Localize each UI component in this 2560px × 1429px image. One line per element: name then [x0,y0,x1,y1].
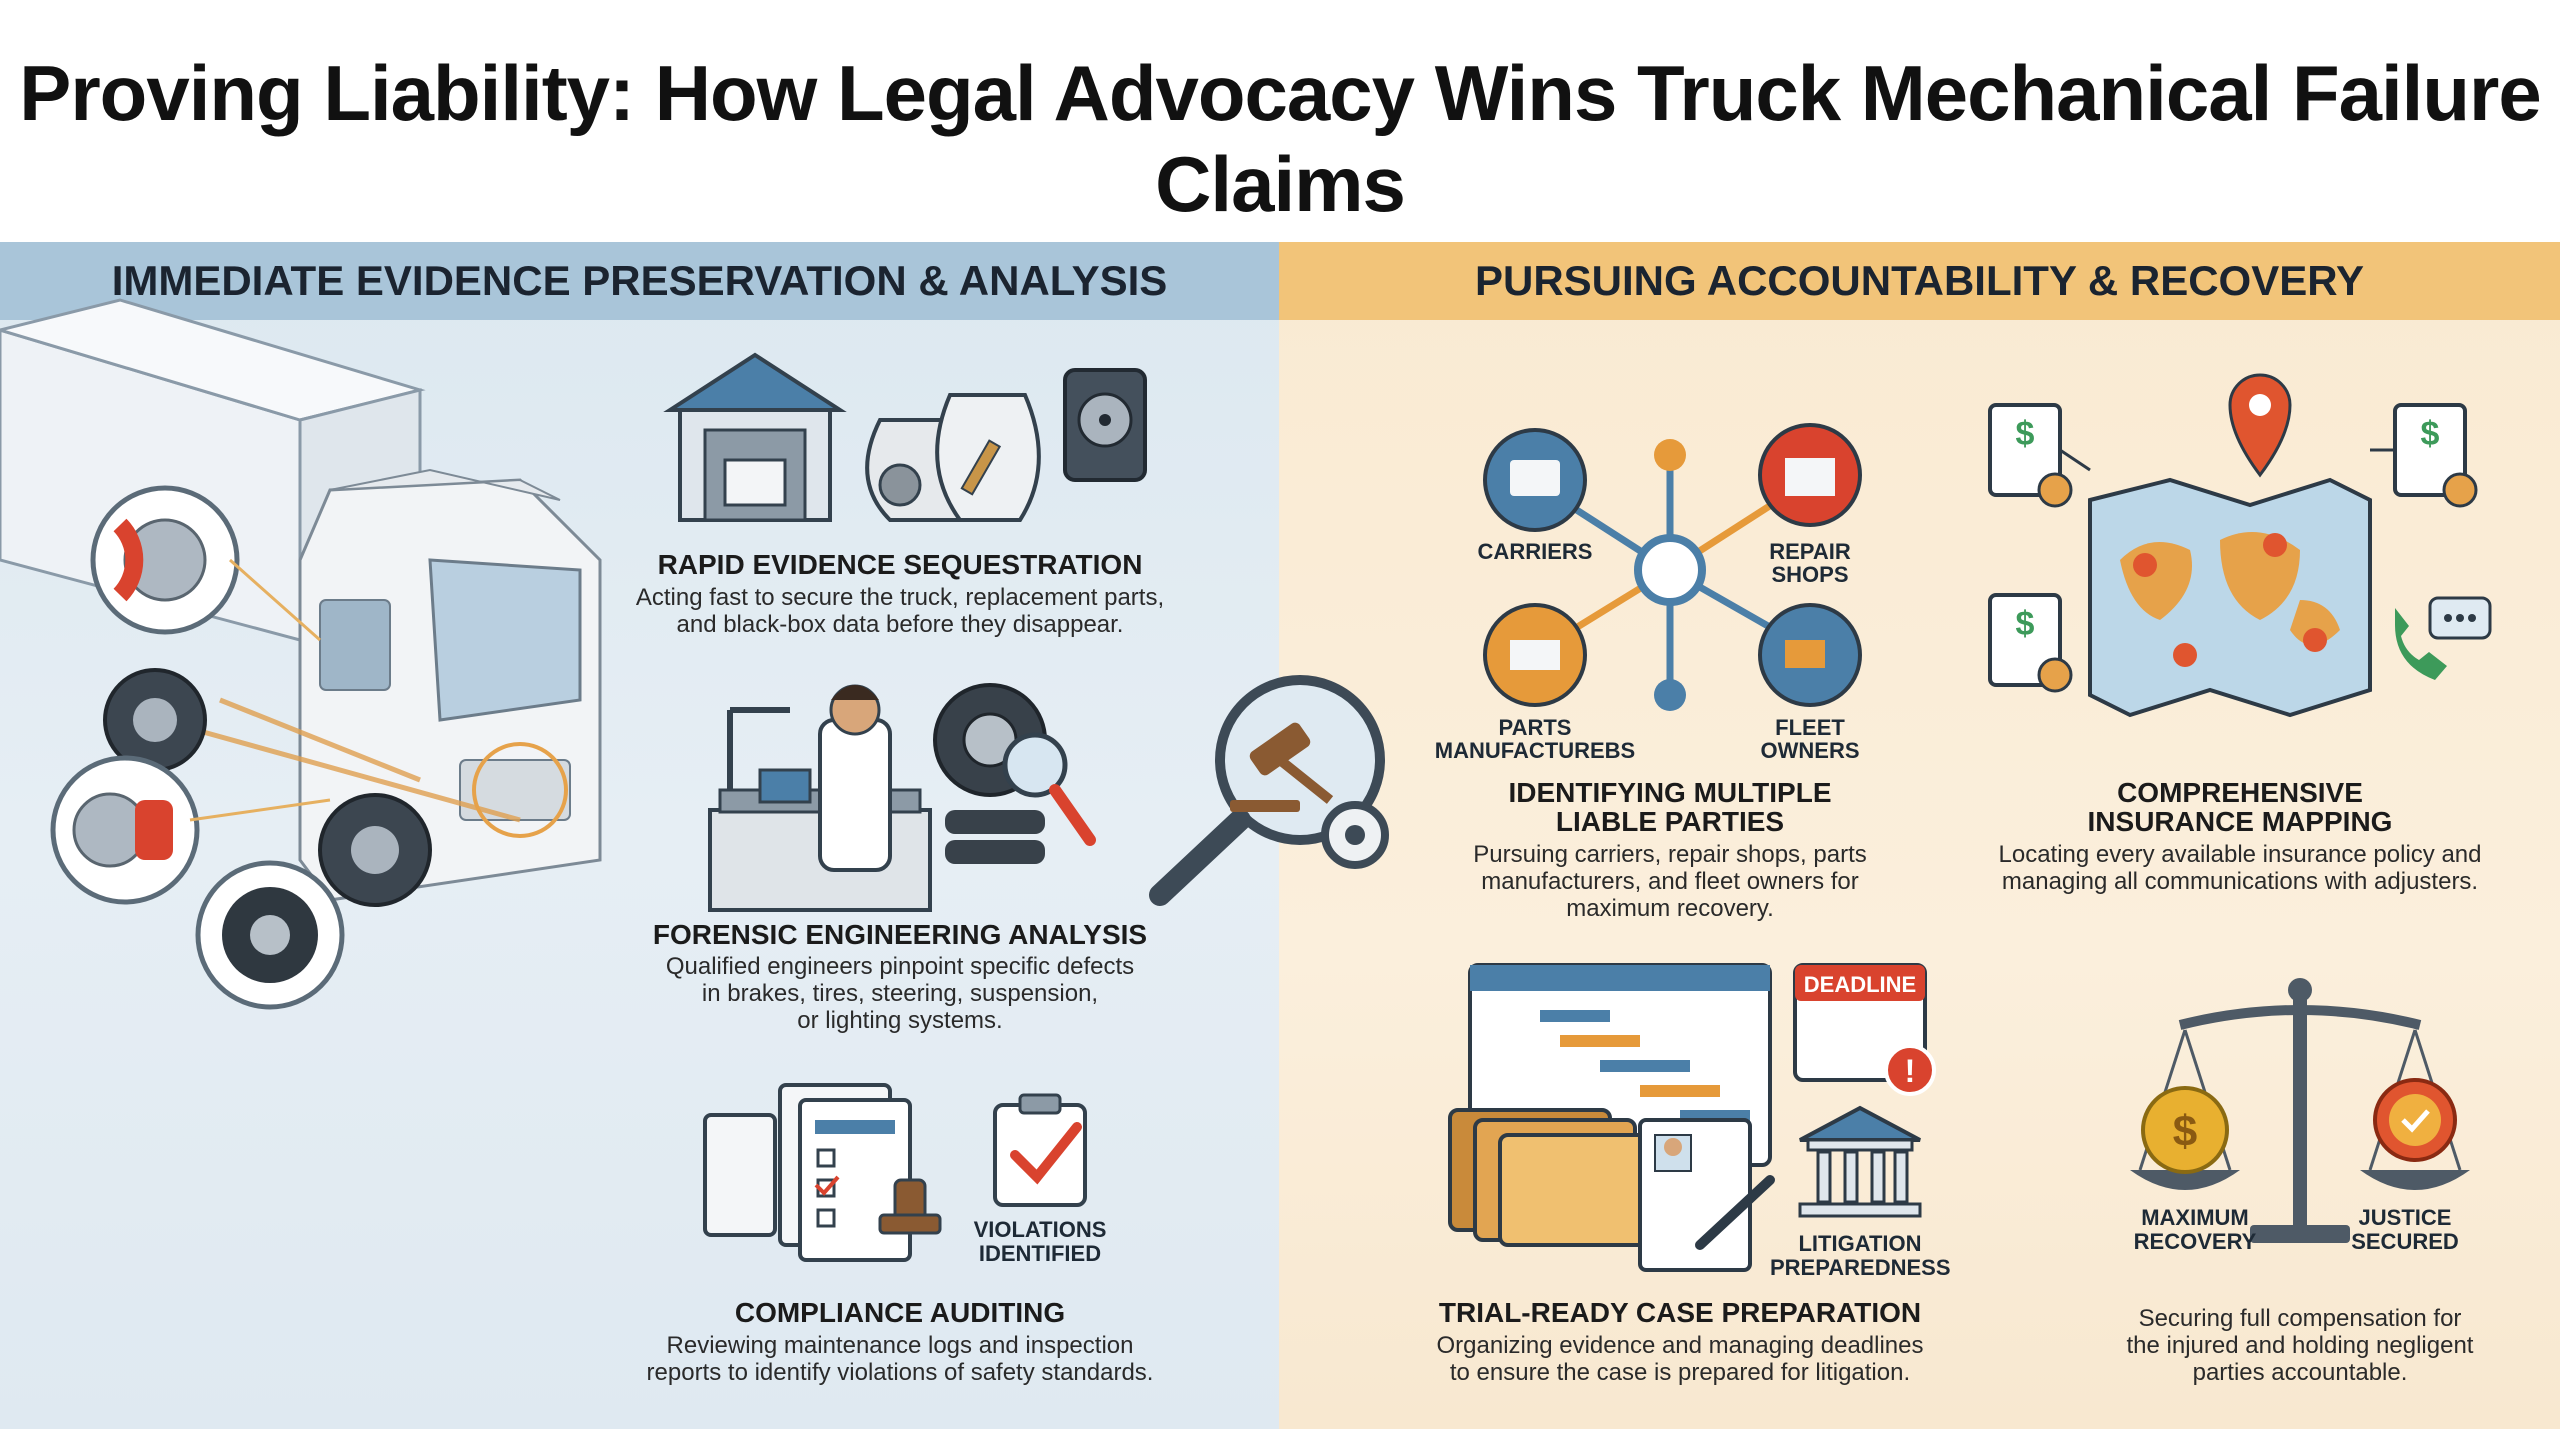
parts-manufacturers-label-2: MANUFACTUREBS [1434,738,1636,763]
checklist-violation-icon [993,1093,1087,1207]
violations-label-1: VIOLATIONS [973,1217,1107,1242]
svg-text:$: $ [2016,605,2035,643]
carriers-label: CARRIERS [1477,539,1593,564]
trial-ready-title: TRIAL-READY CASE PREPARATION [1438,1297,1922,1328]
case-folders-icon [1448,1108,1652,1247]
forensic-desc-1: Qualified engineers pinpoint specific de… [665,953,1135,980]
maximum-recovery-label-1: MAXIMUM [2141,1205,2249,1230]
deadline-label: DEADLINE [1803,972,1917,997]
scales-of-justice-icon: $ [2130,978,2470,1243]
justice-secured-label-1: JUSTICE [2358,1205,2452,1230]
page-title: Proving Liability: How Legal Advocacy Wi… [19,49,2541,228]
insurance-desc-1: Locating every available insurance polic… [1998,841,2482,868]
deadline-calendar-icon: ! [1793,963,1936,1096]
compliance-desc-2: reports to identify violations of safety… [646,1359,1154,1386]
litigation-label-1: LITIGATION [1798,1231,1922,1256]
evidence-bags-icon [865,393,1041,522]
policy-documents-icon: $ $ $ [1988,403,2478,693]
insurance-desc-2: managing all communications with adjuste… [2001,868,2479,895]
rapid-evidence-desc-1: Acting fast to secure the truck, replace… [635,584,1165,611]
violations-label-2: IDENTIFIED [978,1241,1102,1266]
liable-parties-desc-2: manufacturers, and fleet owners for [1481,868,1859,895]
justice-desc-2: the injured and holding negligent [2126,1332,2474,1359]
truck-illustration [0,298,602,1010]
liable-parties-desc-1: Pursuing carriers, repair shops, parts [1473,841,1867,868]
insurance-map-icon [2088,373,2372,718]
courthouse-icon [1798,1105,1922,1218]
phone-chat-icon [2395,596,2492,680]
black-box-icon [1063,368,1147,482]
repair-shops-label-2: SHOPS [1771,562,1849,587]
compliance-desc-1: Reviewing maintenance logs and inspectio… [666,1332,1134,1359]
resume-pen-icon [1638,1118,1775,1272]
liable-parties-network [1483,423,1862,711]
forensic-desc-3: or lighting systems. [797,1007,1003,1034]
svg-text:$: $ [2173,1107,2197,1156]
forensic-desc-2: in brakes, tires, steering, suspension, [701,980,1099,1007]
svg-text:$: $ [2421,415,2440,453]
justice-desc-3: parties accountable. [2192,1359,2408,1386]
rapid-evidence-title: RAPID EVIDENCE SEQUESTRATION [657,549,1143,580]
trial-ready-desc-1: Organizing evidence and managing deadlin… [1436,1332,1924,1359]
justice-secured-label-2: SECURED [2351,1229,2459,1254]
compliance-title: COMPLIANCE AUDITING [734,1297,1066,1328]
svg-text:!: ! [1905,1053,1916,1089]
insurance-title-1: COMPREHENSIVE [2117,777,2363,808]
parts-manufacturers-label-1: PARTS [1498,715,1572,740]
documents-icon [703,1083,942,1262]
litigation-label-2: PREPAREDNESS [1770,1255,1951,1280]
warehouse-icon [663,352,847,522]
svg-text:$: $ [2016,415,2035,453]
maximum-recovery-label-2: RECOVERY [2133,1229,2257,1254]
justice-desc-1: Securing full compensation for [2138,1305,2462,1332]
trial-ready-desc-2: to ensure the case is prepared for litig… [1449,1359,1911,1386]
tire-inspection-icon [933,683,1096,864]
gavel-magnifier-icon [1149,675,1389,906]
rapid-evidence-desc-2: and black-box data before they disappear… [676,611,1124,638]
right-section-heading: PURSUING ACCOUNTABILITY & RECOVERY [1279,242,2560,320]
forensic-title: FORENSIC ENGINEERING ANALYSIS [652,919,1148,950]
engineer-workstation-icon [708,684,932,912]
fleet-owners-label-2: OWNERS [1760,738,1860,763]
left-section-heading: IMMEDIATE EVIDENCE PRESERVATION & ANALYS… [0,242,1279,320]
liable-parties-title-2: LIABLE PARTIES [1555,806,1785,837]
liable-parties-title-1: IDENTIFYING MULTIPLE [1508,777,1832,808]
repair-shops-label-1: REPAIR [1769,539,1851,564]
insurance-title-2: INSURANCE MAPPING [2087,806,2393,837]
liable-parties-desc-3: maximum recovery. [1566,895,1774,922]
fleet-owners-label-1: FLEET [1775,715,1845,740]
